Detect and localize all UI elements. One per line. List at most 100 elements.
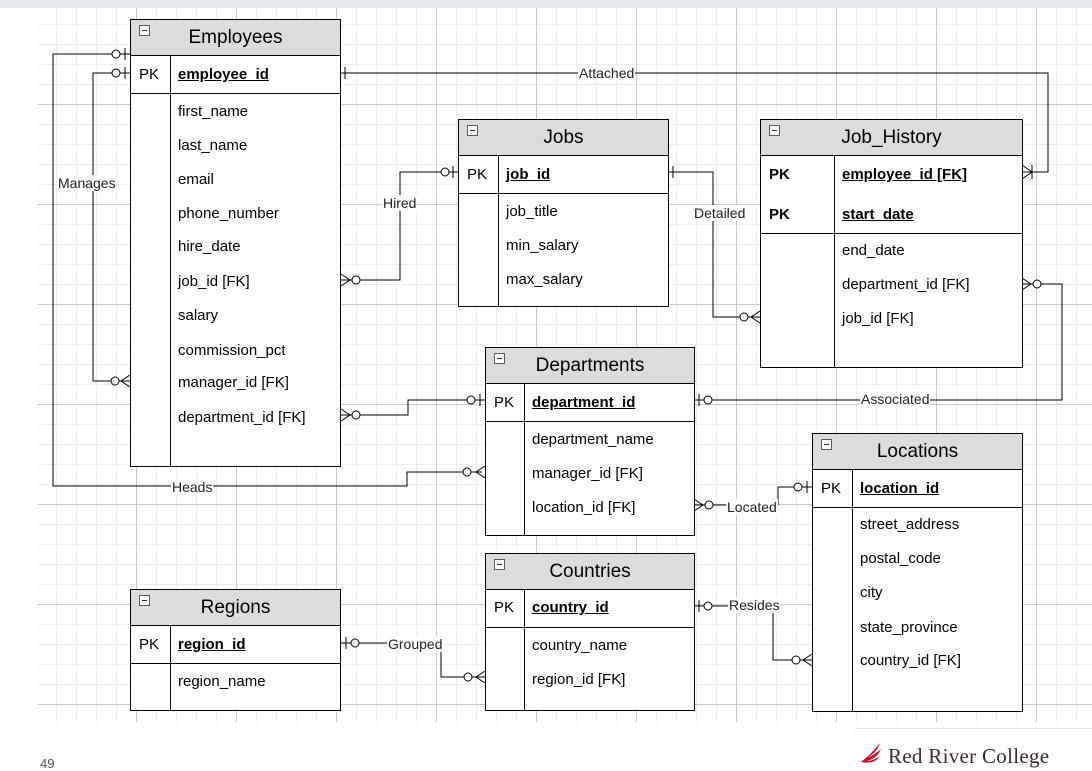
collapse-icon[interactable]: [139, 25, 150, 36]
top-bar: [0, 0, 1092, 8]
key-column: [459, 155, 499, 306]
employs-line: [341, 399, 485, 416]
field: city: [860, 584, 883, 601]
attached-line: [341, 72, 1049, 173]
key-column: [131, 55, 171, 466]
entity-header[interactable]: Departments: [486, 348, 694, 384]
entity-locations[interactable]: Locations PK location_id street_address …: [812, 433, 1023, 712]
manages-line-inner: [92, 72, 130, 382]
manages-line-outer: [52, 53, 482, 487]
pk-label: PK: [139, 636, 160, 653]
collapse-icon[interactable]: [494, 559, 505, 570]
entity-header[interactable]: Employees: [131, 20, 340, 56]
field: region_name: [178, 673, 266, 690]
entity-header[interactable]: Job_History: [761, 120, 1022, 156]
entity-title: Locations: [876, 441, 959, 462]
pk-label: PK: [494, 599, 515, 616]
collapse-icon[interactable]: [494, 353, 505, 364]
pk-field: job_id: [506, 166, 551, 183]
field: state_province: [860, 619, 958, 636]
relationship-label-resides: Resides: [728, 597, 781, 613]
field: department_name: [532, 431, 654, 448]
collapse-icon[interactable]: [821, 439, 832, 450]
entity-departments[interactable]: Departments PK department_id department_…: [485, 347, 695, 536]
field: region_id [FK]: [532, 671, 626, 688]
pk-row: [761, 155, 1022, 234]
field: phone_number: [178, 205, 279, 222]
pk-field: region_id: [178, 636, 246, 653]
relationship-label-manages: Manages: [57, 175, 117, 191]
field: commission_pct: [178, 342, 286, 359]
pk-field: employee_id [FK]: [842, 166, 968, 183]
field: first_name: [178, 103, 249, 120]
collapse-icon[interactable]: [467, 125, 478, 136]
entity-jobs[interactable]: Jobs PK job_id job_title min_salary max_…: [458, 119, 669, 307]
pk-field: employee_id: [178, 66, 269, 83]
relationship-label-attached: Attached: [578, 65, 636, 81]
field: manager_id [FK]: [532, 465, 643, 482]
pk-label: PK: [769, 166, 790, 183]
relationship-label-detailed: Detailed: [693, 205, 747, 221]
pk-row: [131, 625, 340, 664]
entity-title: Regions: [200, 597, 271, 618]
hired-line: [341, 171, 458, 281]
entity-job-history[interactable]: Job_History PK employee_id [FK] PK start…: [760, 119, 1023, 368]
collapse-icon[interactable]: [769, 125, 780, 136]
key-column: [131, 625, 171, 710]
field: job_id [FK]: [178, 273, 250, 290]
relationship-label-hired: Hired: [382, 195, 418, 211]
logo-text: Red River College: [888, 744, 1050, 768]
maple-leaf-icon: [861, 743, 881, 763]
field: postal_code: [860, 550, 941, 567]
pk-row: [486, 383, 694, 422]
field: max_salary: [506, 271, 583, 288]
pk-label: PK: [821, 480, 842, 497]
field: manager_id [FK]: [178, 374, 289, 391]
field: job_id [FK]: [842, 310, 914, 327]
entity-employees[interactable]: Employees PK employee_id first_name last…: [130, 19, 341, 467]
key-column: [486, 383, 525, 535]
relationship-label-located: Located: [726, 499, 778, 515]
field: min_salary: [506, 237, 579, 254]
relationship-label-grouped: Grouped: [387, 636, 444, 652]
pk-label: PK: [769, 206, 790, 223]
entity-header[interactable]: Jobs: [459, 120, 668, 156]
resides-line: [694, 605, 812, 661]
entity-header[interactable]: Countries: [486, 554, 694, 590]
pk-row: [459, 155, 668, 194]
field: hire_date: [178, 238, 241, 255]
field: location_id [FK]: [532, 499, 636, 516]
relationship-label-associated: Associated: [860, 391, 931, 407]
field: last_name: [178, 137, 248, 154]
entity-title: Job_History: [841, 127, 942, 148]
field: end_date: [842, 242, 905, 259]
detailed-line: [668, 171, 760, 318]
field: street_address: [860, 516, 960, 533]
key-column: [813, 469, 853, 711]
pk-label: PK: [139, 66, 160, 83]
pk-row: [131, 55, 340, 94]
pk-field: location_id: [860, 480, 940, 497]
field: department_id [FK]: [178, 409, 306, 426]
entity-header[interactable]: Regions: [131, 590, 340, 626]
page-number: 49: [40, 756, 55, 771]
field: country_id [FK]: [860, 652, 961, 669]
pk-row: [813, 469, 1022, 508]
pk-field: start_date: [842, 206, 914, 223]
field: salary: [178, 307, 219, 324]
pk-field: department_id: [532, 394, 636, 411]
entity-regions[interactable]: Regions PK region_id region_name: [130, 589, 341, 711]
footer-divider: [855, 728, 1092, 729]
key-column: [761, 155, 835, 367]
collapse-icon[interactable]: [139, 595, 150, 606]
college-logo: Red River College: [858, 740, 1092, 768]
entity-header[interactable]: Locations: [813, 434, 1022, 470]
entity-countries[interactable]: Countries PK country_id country_name reg…: [485, 553, 695, 711]
pk-label: PK: [494, 394, 515, 411]
entity-title: Employees: [188, 27, 283, 48]
field: country_name: [532, 637, 628, 654]
field: department_id [FK]: [842, 276, 970, 293]
entity-title: Jobs: [543, 127, 584, 148]
relationship-label-heads: Heads: [171, 479, 214, 495]
